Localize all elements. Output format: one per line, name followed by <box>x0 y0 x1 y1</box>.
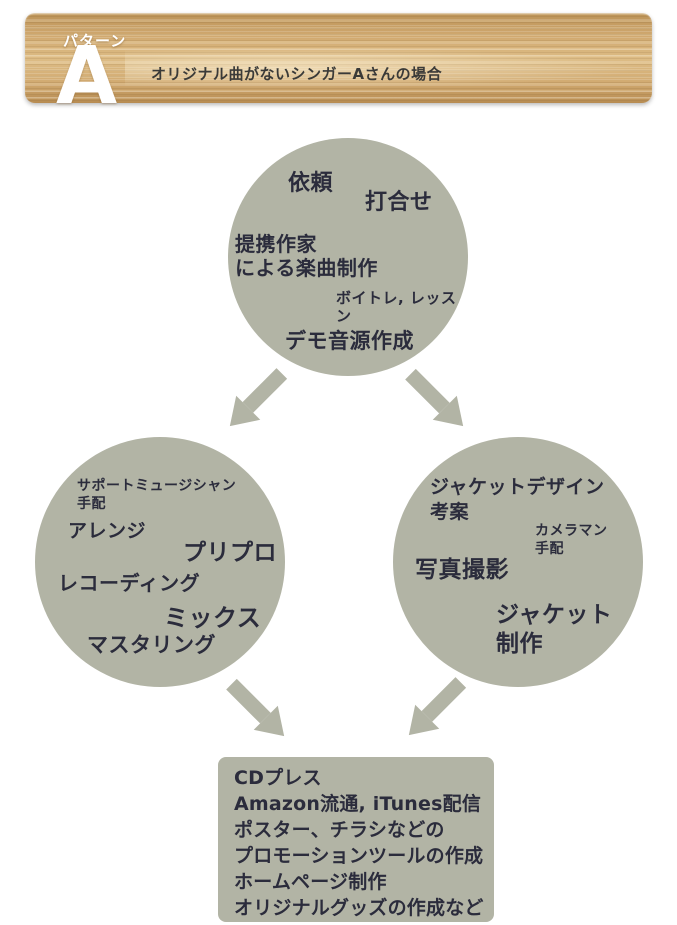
label-voice-training: ボイトレ, レッスン <box>336 289 457 325</box>
label-jacket-design: ジャケットデザイン 考案 <box>430 476 605 523</box>
banner-subtitle: オリジナル曲がないシンガーAさんの場合 <box>151 65 443 83</box>
label-promotion-tools: プロモーションツールの作成 <box>234 845 484 867</box>
arrow-shaft <box>421 677 467 723</box>
pattern-letter-a: A <box>56 30 118 122</box>
label-demo-recording: デモ音源作成 <box>285 329 414 353</box>
label-distribution: Amazon流通, iTunes配信 <box>234 793 482 815</box>
arrow-down-left-icon <box>396 671 473 748</box>
arrow-shaft <box>242 368 288 414</box>
pattern-banner: パターン A オリジナル曲がないシンガーAさんの場合 <box>25 13 652 116</box>
arrow-down-right-icon <box>220 672 297 749</box>
label-partner-composer: 提携作家 による楽曲制作 <box>235 232 378 280</box>
label-cameraman: カメラマン 手配 <box>535 523 608 558</box>
label-recording: レコーディング <box>58 571 201 595</box>
label-preproduction: プリプロ <box>183 540 277 566</box>
label-arrange: アレンジ <box>68 520 147 542</box>
pattern-label: パターン <box>63 32 127 50</box>
label-jacket-production: ジャケット 制作 <box>496 602 613 657</box>
stage-box-release-promotion: CDプレス Amazon流通, iTunes配信 ポスター、チラシなどの プロモ… <box>218 757 494 922</box>
label-homepage: ホームページ制作 <box>234 871 387 893</box>
label-meeting: 打合せ <box>365 190 433 215</box>
label-request: 依頼 <box>288 171 334 196</box>
stage-circle-jacket: ジャケットデザイン 考案 カメラマン 手配 写真撮影 ジャケット 制作 <box>393 437 643 687</box>
label-original-goods: オリジナルグッズの作成など <box>234 897 484 919</box>
stage-circle-song-creation: 依頼 打合せ 提携作家 による楽曲制作 ボイトレ, レッスン デモ音源作成 <box>228 138 468 376</box>
arrow-shaft <box>405 368 451 414</box>
label-mastering: マスタリング <box>87 633 216 657</box>
arrow-down-left-icon <box>217 362 294 439</box>
label-cd-press: CDプレス <box>234 767 322 789</box>
label-support-musician: サポートミュージシャン 手配 <box>77 478 237 513</box>
label-mix: ミックス <box>164 604 262 632</box>
arrow-down-right-icon <box>399 362 476 439</box>
arrow-shaft <box>226 678 272 724</box>
stage-circle-recording: サポートミュージシャン 手配 アレンジ プリプロ レコーディング ミックス マス… <box>35 437 285 687</box>
label-photo-shoot: 写真撮影 <box>415 557 509 583</box>
label-poster-flyer: ポスター、チラシなどの <box>234 819 445 841</box>
